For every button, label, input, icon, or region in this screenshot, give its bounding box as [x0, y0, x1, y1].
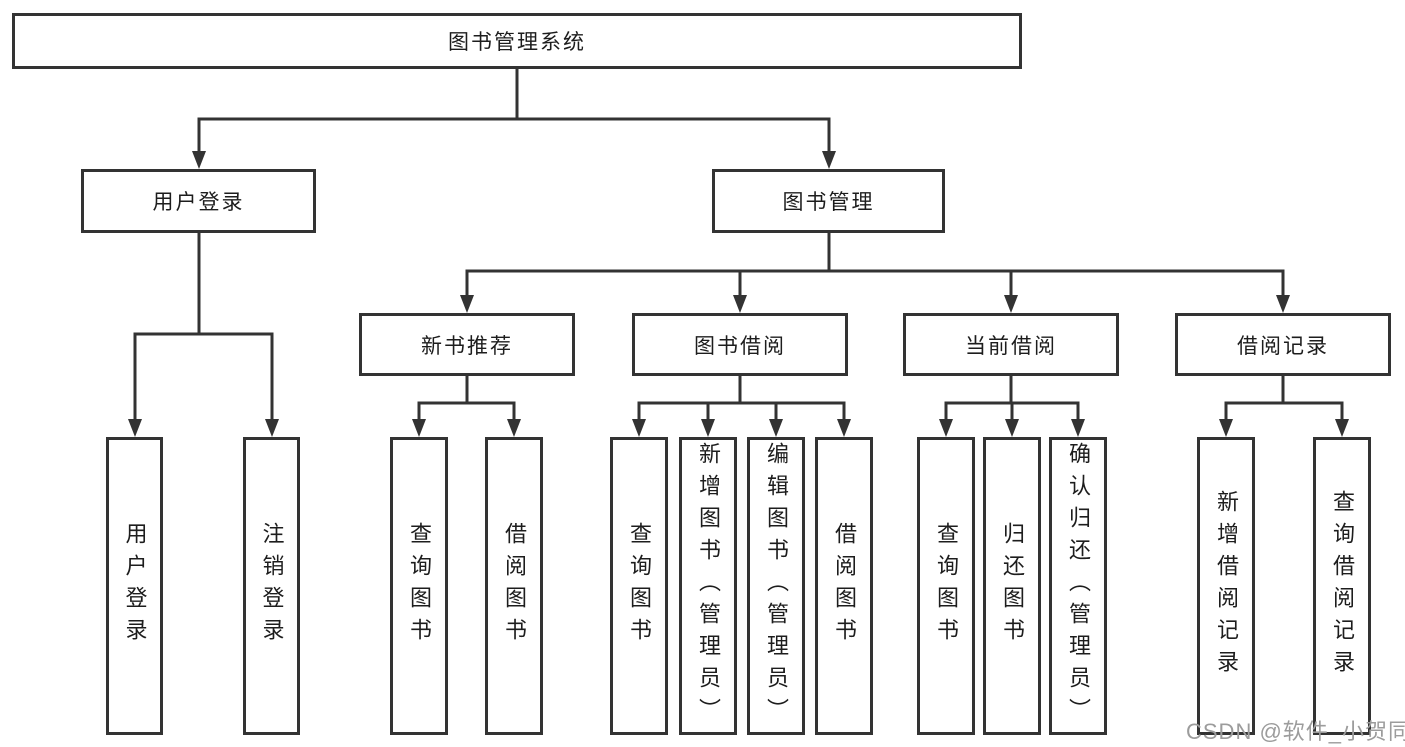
- node-bb-query-books: 查询图书: [610, 437, 668, 735]
- node-cb-query-books: 查询图书: [917, 437, 975, 735]
- node-user-login-branch: 用户登录: [81, 169, 316, 233]
- node-book-borrowing: 图书借阅: [632, 313, 848, 376]
- node-nb-query-books: 查询图书: [390, 437, 448, 735]
- node-cb-confirm-return-admin: 确认归还（管理员）: [1049, 437, 1107, 735]
- node-new-book-recommendation: 新书推荐: [359, 313, 575, 376]
- watermark: CSDN @软件_小贺同学: [1186, 719, 1405, 744]
- node-bb-borrow-books: 借阅图书: [815, 437, 873, 735]
- node-cb-return-books: 归还图书: [983, 437, 1041, 735]
- node-bb-edit-books-admin: 编辑图书（管理员）: [747, 437, 805, 735]
- node-book-management-system: 图书管理系统: [12, 13, 1022, 69]
- node-logout: 注销登录: [243, 437, 300, 735]
- node-bb-add-books-admin: 新增图书（管理员）: [679, 437, 737, 735]
- node-book-management: 图书管理: [712, 169, 945, 233]
- node-current-borrowing: 当前借阅: [903, 313, 1119, 376]
- node-user-login: 用户登录: [106, 437, 163, 735]
- connector-lines: [133, 67, 1344, 423]
- node-borrowing-records: 借阅记录: [1175, 313, 1391, 376]
- node-br-add-borrow-record: 新增借阅记录: [1197, 437, 1255, 735]
- node-nb-borrow-books: 借阅图书: [485, 437, 543, 735]
- node-br-query-borrow-record: 查询借阅记录: [1313, 437, 1371, 735]
